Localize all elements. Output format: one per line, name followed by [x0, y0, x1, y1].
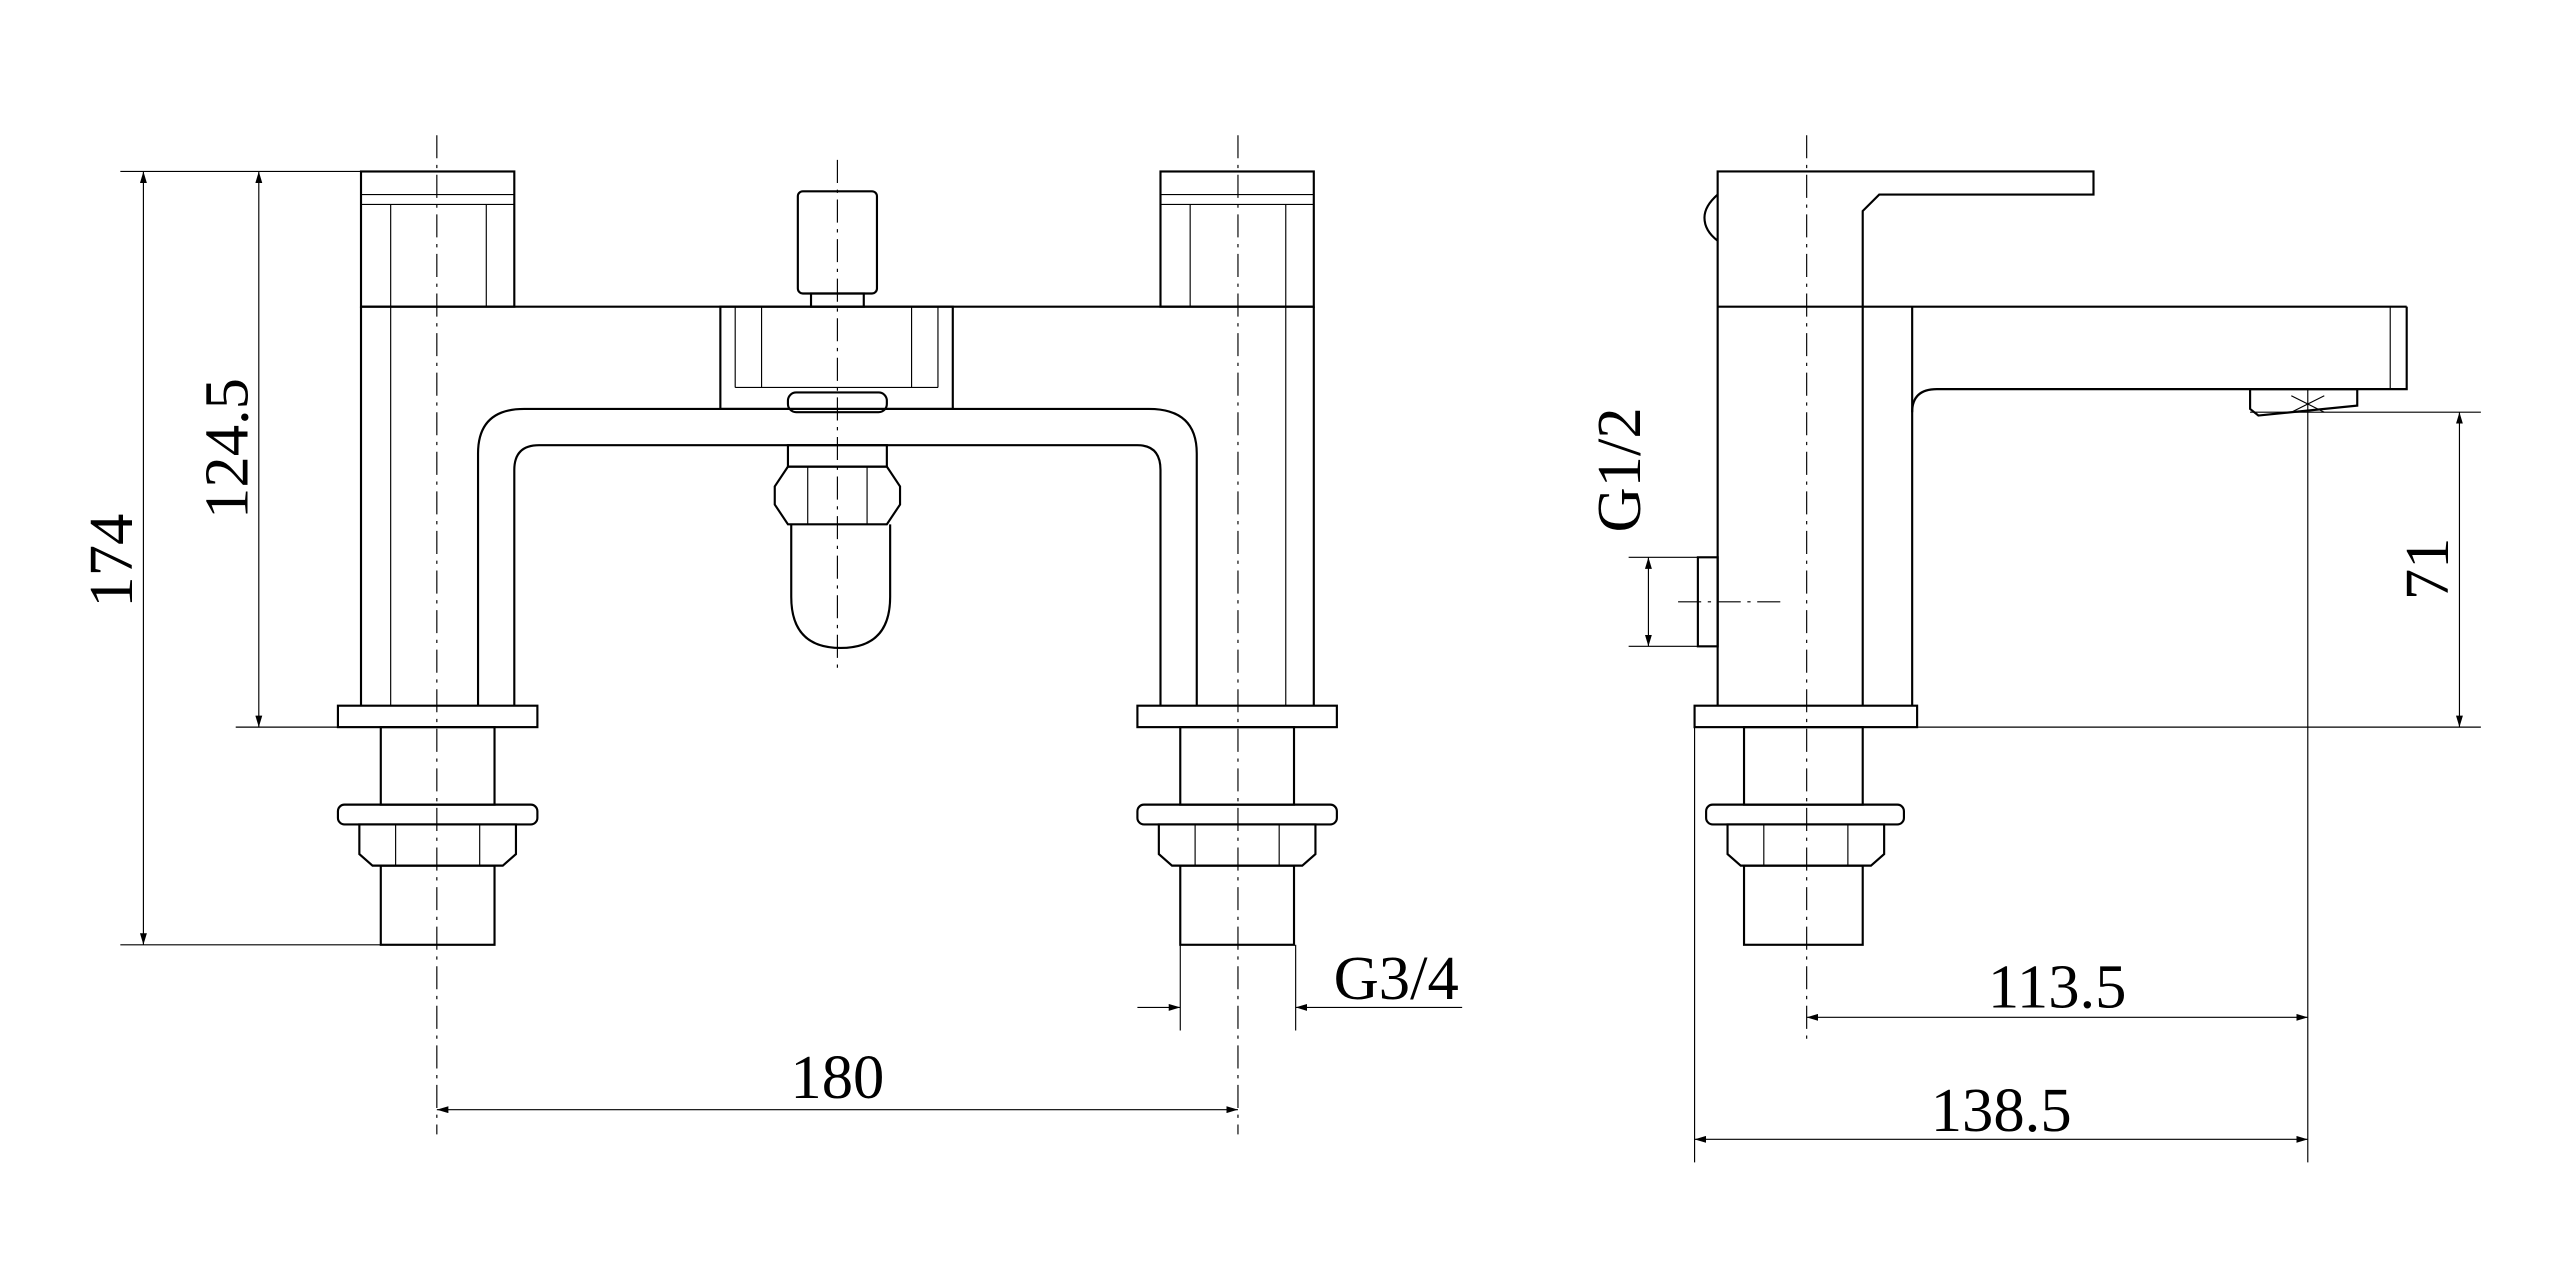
dim-spout-reach: 113.5	[1988, 951, 2127, 1021]
side-body	[1703, 170, 2408, 706]
right-fixing	[1136, 704, 1338, 946]
dim-centres: 180	[790, 1042, 884, 1112]
dim-overall-projection: 138.5	[1931, 1075, 2072, 1145]
dim-outlet-thread: G1/2	[1584, 407, 1654, 532]
hand-shower	[773, 444, 902, 650]
front-view: 174 124.5 180 G3/4	[76, 135, 1463, 1135]
dim-spout-height: 71	[2392, 538, 2462, 601]
side-fixing	[1693, 704, 1919, 946]
side-outlet	[1678, 556, 1781, 648]
side-view: G1/2 71 113.5 138.5	[1584, 135, 2481, 1163]
left-handle	[359, 170, 516, 308]
left-fixing	[336, 704, 539, 946]
dim-inlet-thread: G3/4	[1334, 943, 1459, 1013]
diverter-knob	[796, 190, 879, 308]
dim-deck-to-top: 124.5	[191, 378, 261, 519]
tap-body	[359, 305, 1315, 706]
dim-overall-height: 174	[76, 514, 146, 608]
right-handle	[1159, 170, 1315, 308]
